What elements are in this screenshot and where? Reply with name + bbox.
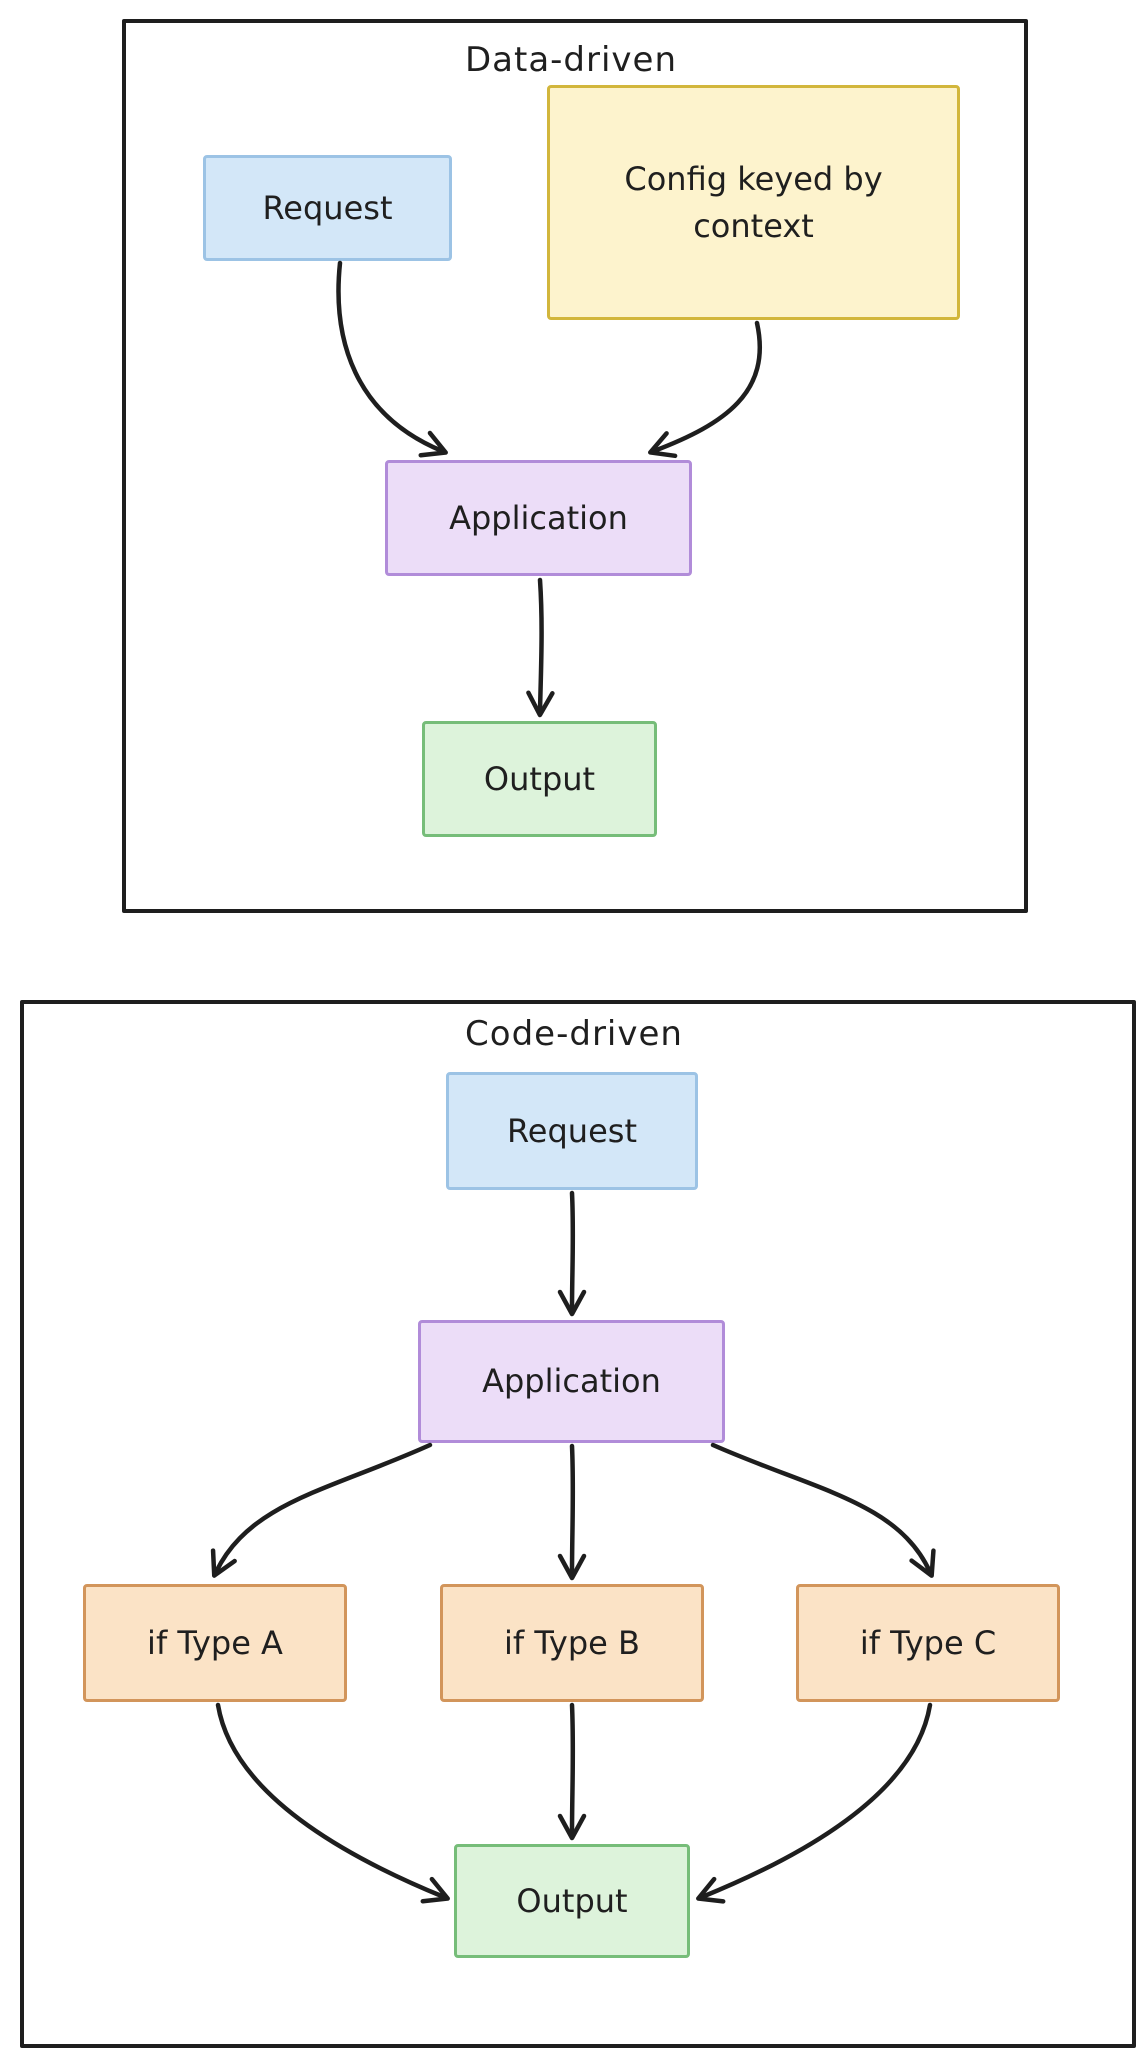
node-if-type-a: if Type A [83,1584,347,1702]
node-if-type-b-label: if Type B [504,1623,640,1662]
node-output-2: Output [454,1844,690,1958]
code-driven-title: Code-driven [465,1014,683,1054]
data-driven-title: Data-driven [464,40,678,80]
node-output-2-label: Output [516,1881,628,1920]
node-if-type-b: if Type B [440,1584,704,1702]
node-request-1: Request [203,155,452,261]
node-output-1-label: Output [483,759,596,798]
node-output-1: Output [422,721,657,837]
node-application-1: Application [385,460,692,576]
node-application-2-label: Application [482,1362,661,1401]
node-application-2: Application [418,1320,725,1443]
node-if-type-c: if Type C [796,1584,1060,1702]
node-request-2-label: Request [507,1111,637,1150]
node-request-2: Request [446,1072,698,1190]
node-request-1-label: Request [262,188,393,227]
node-config: Config keyed by context [547,85,960,320]
node-if-type-c-label: if Type C [859,1623,997,1662]
node-application-1-label: Application [449,498,628,537]
node-if-type-a-label: if Type A [147,1623,283,1662]
node-config-label: Config keyed by context [624,160,883,245]
